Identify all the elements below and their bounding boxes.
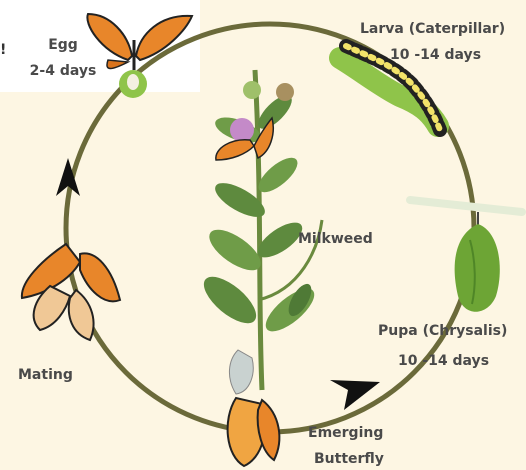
pupa-duration: 10 -14 days xyxy=(398,352,489,370)
emerging-label-line2: Butterfly xyxy=(314,450,384,468)
pupa-name: Pupa (Chrysalis) xyxy=(378,322,507,340)
egg-label: Egg 2-4 days xyxy=(28,36,98,80)
emerging-label-line1: Emerging xyxy=(308,424,383,442)
egg-name: Egg xyxy=(28,36,98,54)
egg-duration: 2-4 days xyxy=(28,62,98,80)
larva-duration: 10 -14 days xyxy=(390,46,481,64)
egg-icon xyxy=(119,70,147,98)
chrysalis-icon xyxy=(410,200,522,312)
mating-label: Mating xyxy=(18,366,73,384)
butterfly-icon xyxy=(228,350,280,466)
butterfly-icon xyxy=(22,244,120,340)
edge-mark: ! xyxy=(0,42,6,58)
milkweed-label: Milkweed xyxy=(298,230,373,248)
larva-name: Larva (Caterpillar) xyxy=(360,20,505,38)
